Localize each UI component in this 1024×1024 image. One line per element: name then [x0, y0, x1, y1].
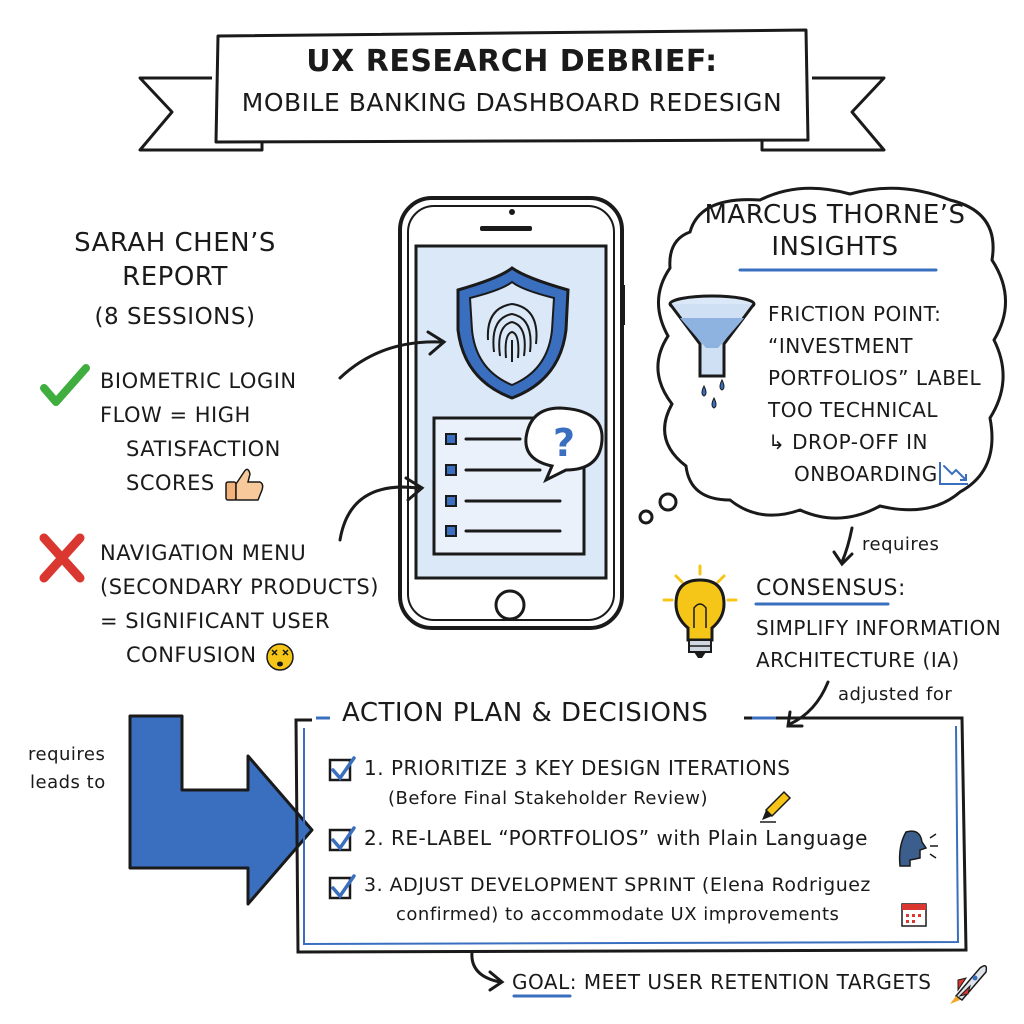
- marcus-heading-line2: INSIGHTS: [771, 232, 899, 262]
- speaking-head-icon: [898, 830, 938, 867]
- sarah-negative-finding: NAVIGATION MENU (SECONDARY PRODUCTS) = S…: [100, 536, 379, 672]
- goal-text: MEET USER RETENTION TARGETS: [583, 970, 932, 994]
- cross-icon: [39, 533, 85, 583]
- insight-line: “INVESTMENT: [768, 334, 914, 358]
- action-item-1: 1. PRIORITIZE 3 KEY DESIGN ITERATIONS: [364, 756, 791, 780]
- arrow-requires-top: [832, 526, 854, 567]
- thumbs-up-icon: [225, 468, 264, 501]
- shield-fingerprint-icon: [456, 266, 570, 400]
- positive-line: BIOMETRIC LOGIN: [100, 369, 297, 393]
- action-item-1-detail: (Before Final Stakeholder Review): [388, 788, 708, 809]
- connector-leads-to: leads to: [30, 772, 106, 793]
- arrow-nav-to-menu: [338, 476, 425, 542]
- funnel-icon: [668, 294, 756, 409]
- action-plan-title: ACTION PLAN & DECISIONS: [336, 698, 715, 728]
- lightbulb-icon: [662, 564, 738, 658]
- negative-line: = SIGNIFICANT USER: [100, 609, 331, 633]
- connector-adjusted-for: adjusted for: [838, 684, 953, 705]
- insight-line: PORTFOLIOS” LABEL: [768, 366, 982, 390]
- consensus-label: CONSENSUS:: [756, 576, 906, 601]
- consensus-line: ARCHITECTURE (IA): [756, 648, 960, 672]
- consensus-text: SIMPLIFY INFORMATION ARCHITECTURE (IA): [756, 612, 1001, 676]
- action-item-3: 3. ADJUST DEVELOPMENT SPRINT (Elena Rodr…: [364, 874, 871, 896]
- title-line-2: MOBILE BANKING DASHBOARD REDESIGN: [241, 88, 783, 117]
- connector-requires-left: requires: [28, 744, 106, 765]
- negative-line: CONFUSION: [126, 643, 257, 667]
- marcus-heading-line1: MARCUS THORNE’S: [704, 200, 966, 230]
- phone-illustration: [398, 196, 625, 630]
- pencil-icon: [760, 790, 792, 823]
- goal-label: GOAL:: [512, 970, 577, 994]
- positive-line: FLOW = HIGH: [100, 403, 251, 427]
- connector-requires-top: requires: [862, 534, 940, 555]
- question-bubble-icon: ?: [524, 406, 604, 484]
- marcus-insight: FRICTION POINT: “INVESTMENT PORTFOLIOS” …: [768, 298, 981, 490]
- title-banner: [138, 28, 886, 152]
- checkbox-icon: [328, 756, 356, 900]
- arrow-login-to-shield: [338, 330, 447, 380]
- rocket-icon: [950, 965, 988, 1004]
- sarah-positive-finding: BIOMETRIC LOGIN FLOW = HIGH SATISFACTION…: [100, 364, 297, 500]
- insight-line: ↳ DROP-OFF IN: [768, 430, 929, 454]
- sarah-sessions: (8 SESSIONS): [94, 304, 256, 330]
- calendar-icon: [901, 903, 927, 927]
- insight-line: ONBOARDING: [794, 462, 938, 486]
- action-item-2: 2. RE-LABEL “PORTFOLIOS” with Plain Lang…: [364, 826, 868, 850]
- marcus-heading: MARCUS THORNE’S INSIGHTS: [700, 200, 970, 262]
- sarah-heading-line1: SARAH CHEN’S: [74, 228, 276, 258]
- title-line-1: UX RESEARCH DEBRIEF:: [306, 44, 718, 79]
- check-icon: [40, 364, 90, 406]
- big-blue-arrow: [128, 714, 314, 906]
- positive-line: SCORES: [126, 471, 215, 495]
- goal: GOAL: MEET USER RETENTION TARGETS: [512, 970, 931, 994]
- insight-line: FRICTION POINT:: [768, 302, 942, 326]
- insight-line: TOO TECHNICAL: [768, 398, 939, 422]
- negative-line: NAVIGATION MENU: [100, 541, 307, 565]
- svg-text:?: ?: [553, 421, 575, 465]
- chart-down-icon: [939, 462, 968, 485]
- consensus-line: SIMPLIFY INFORMATION: [756, 616, 1002, 640]
- action-plan-box: [294, 716, 968, 954]
- action-item-3-detail: confirmed) to accommodate UX improvement…: [396, 904, 840, 925]
- dizzy-face-icon: [266, 643, 294, 671]
- arrow-goal: [470, 950, 505, 992]
- positive-line: SATISFACTION: [126, 437, 281, 461]
- sarah-heading-line2: REPORT: [122, 262, 228, 292]
- sarah-heading: SARAH CHEN’S REPORT: [40, 228, 310, 292]
- negative-line: (SECONDARY PRODUCTS): [100, 575, 379, 599]
